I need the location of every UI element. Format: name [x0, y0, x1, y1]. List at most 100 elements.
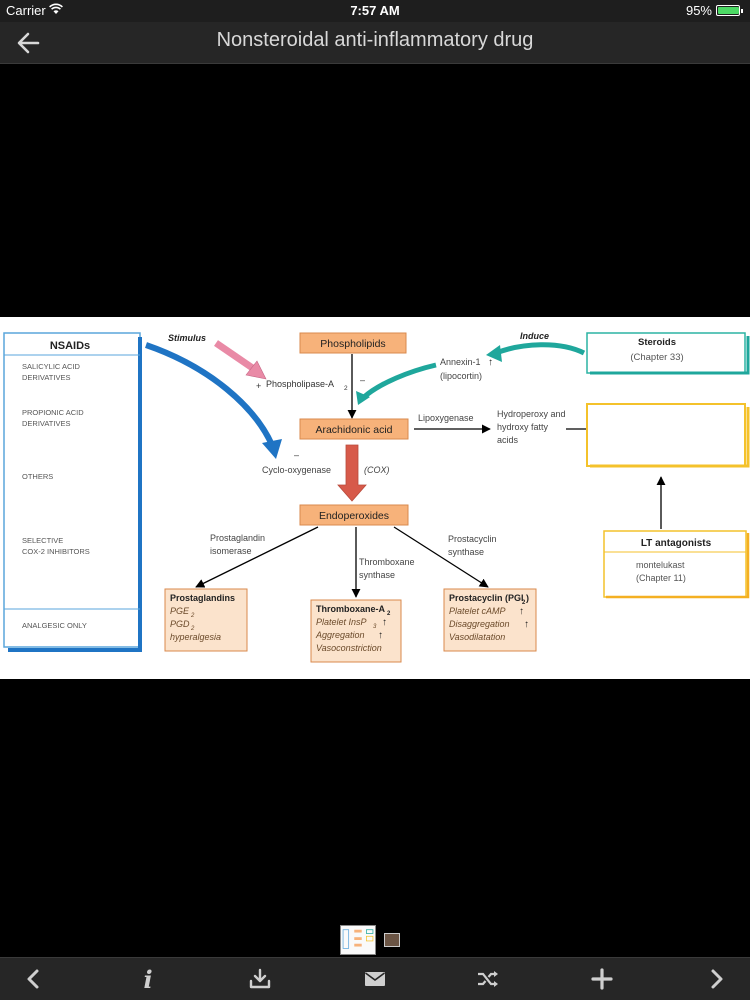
nsaid-item: DERIVATIVES	[22, 419, 70, 428]
prostaglandins-title: Prostaglandins	[170, 593, 235, 603]
nsaids-panel: NSAIDs SALICYLIC ACID DERIVATIVES PROPIO…	[3, 332, 142, 652]
up-arrow: ↑	[488, 357, 493, 368]
thromboxane-synthase-label: synthase	[359, 570, 395, 580]
endoperoxides-label: Endoperoxides	[319, 510, 389, 522]
phospholipids-box	[299, 332, 407, 354]
navigation-bar: Nonsteroidal anti-inflammatory drug	[0, 22, 750, 64]
prostacyclin-synthase-label: synthase	[448, 547, 484, 557]
hydroperoxy-label: Hydroperoxy and	[497, 409, 566, 419]
thumbnail-image	[342, 929, 374, 949]
nsaid-item: PROPIONIC ACID	[22, 408, 84, 417]
info-button[interactable]: i	[131, 964, 165, 994]
carrier-label: Carrier	[6, 3, 46, 18]
prostaglandins-sub: 2	[190, 613, 195, 619]
prostacyclin-line: Vasodilatation	[449, 632, 505, 642]
wifi-icon	[49, 3, 63, 14]
add-icon	[591, 968, 613, 990]
induce-label: Induce	[520, 331, 549, 341]
leukotriene-box	[586, 403, 746, 467]
phospholipase-sub: 2	[344, 385, 348, 392]
up-arrow: ↑	[382, 617, 387, 628]
prostacyclin-line: Disaggregation	[449, 619, 510, 629]
up-arrow: ↑	[378, 630, 383, 641]
mail-button[interactable]	[358, 964, 392, 994]
shuffle-button[interactable]	[471, 964, 505, 994]
hydroperoxy-label: hydroxy fatty	[497, 422, 549, 432]
cox-arrow	[337, 444, 367, 502]
cox-label: (COX)	[364, 465, 390, 475]
nsaid-item: ANALGESIC ONLY	[22, 621, 87, 630]
nsaid-item: SALICYLIC ACID	[22, 362, 81, 371]
prostacyclin-synthase-label: Prostacyclin	[448, 534, 497, 544]
download-icon	[249, 968, 271, 989]
up-arrow: ↑	[524, 619, 529, 630]
thumbnail-next[interactable]	[384, 933, 400, 947]
thromboxane-title-sub: 2	[387, 611, 391, 617]
lipoxygenase-label: Lipoxygenase	[418, 413, 474, 423]
nsaid-diagram: NSAIDs SALICYLIC ACID DERIVATIVES PROPIO…	[3, 331, 750, 663]
lipocortin-label: (lipocortin)	[440, 371, 482, 381]
thromboxane-sub: 3	[373, 624, 377, 630]
phospholipase-label: Phospholipase-A	[266, 379, 334, 389]
diagram-image: NSAIDs SALICYLIC ACID DERIVATIVES PROPIO…	[0, 317, 750, 679]
arachidonic-box	[299, 418, 409, 440]
prostaglandins-box	[164, 588, 248, 652]
arachidonic-label: Arachidonic acid	[315, 424, 392, 436]
prostaglandins-line: PGE	[170, 606, 190, 616]
nsaids-title: NSAIDs	[50, 340, 90, 352]
plus-sign: +	[256, 381, 261, 391]
prostacyclin-line: Platelet cAMP	[449, 606, 506, 616]
next-button[interactable]	[699, 964, 733, 994]
lt-chapter-label: (Chapter 11)	[636, 573, 686, 583]
thromboxane-line: Vasoconstriction	[316, 643, 382, 653]
minus-sign: –	[360, 375, 365, 385]
lt-antagonists-label: LT antagonists	[641, 538, 712, 549]
battery-icon	[716, 5, 743, 16]
status-time: 7:57 AM	[350, 3, 400, 18]
info-icon: i	[143, 964, 153, 994]
steroids-box	[586, 332, 746, 374]
minus-sign: –	[294, 450, 299, 460]
thromboxane-line: Aggregation	[315, 630, 365, 640]
prostacyclin-title-end: )	[526, 593, 529, 603]
prostacyclin-box	[443, 588, 537, 652]
thumbnail-current[interactable]	[340, 925, 376, 955]
prostaglandin-isomerase-label: Prostaglandin	[210, 533, 265, 543]
thromboxane-title: Thromboxane-A	[316, 604, 386, 614]
thromboxane-synthase-label: Thromboxane	[359, 557, 415, 567]
prostacyclin-title-sub: 2	[522, 600, 526, 606]
up-arrow: ↑	[519, 606, 524, 617]
lt-antagonists-box	[603, 530, 747, 598]
nsaid-inhibit-arrow	[145, 342, 275, 447]
status-bar: Carrier 7:57 AM 95%	[0, 0, 750, 22]
nsaid-item: OTHERS	[22, 472, 53, 481]
bottom-toolbar: i	[0, 957, 750, 1000]
prostaglandin-isomerase-label: isomerase	[210, 546, 252, 556]
mail-icon	[365, 972, 385, 986]
nsaid-item: COX-2 INHIBITORS	[22, 547, 90, 556]
annexin-label: Annexin-1	[440, 357, 481, 367]
prostaglandins-line: PGD	[170, 619, 190, 629]
prev-icon	[27, 969, 39, 989]
prostaglandins-line: hyperalgesia	[170, 632, 221, 642]
add-button[interactable]	[585, 964, 619, 994]
thromboxane-box	[310, 599, 402, 663]
endoperoxides-box	[299, 504, 409, 526]
nsaid-item: SELECTIVE	[22, 536, 63, 545]
prostacyclin-title: Prostacyclin (PGI	[449, 593, 524, 603]
back-arrow-icon[interactable]	[14, 29, 44, 57]
phospholipids-label: Phospholipids	[320, 338, 385, 350]
shuffle-icon	[478, 971, 498, 987]
next-icon	[711, 969, 723, 989]
montelukast-label: montelukast	[636, 560, 685, 570]
nsaid-item: DERIVATIVES	[22, 373, 70, 382]
prostaglandins-sub: 2	[190, 626, 195, 632]
hydroperoxy-label: acids	[497, 435, 519, 445]
steroids-label: Steroids	[638, 337, 676, 348]
prev-button[interactable]	[17, 964, 51, 994]
steroids-chapter: (Chapter 33)	[630, 352, 683, 363]
download-button[interactable]	[243, 964, 277, 994]
stimulus-label: Stimulus	[168, 333, 206, 343]
thromboxane-line: Platelet InsP	[316, 617, 367, 627]
cyclooxygenase-label: Cyclo-oxygenase	[262, 465, 331, 475]
